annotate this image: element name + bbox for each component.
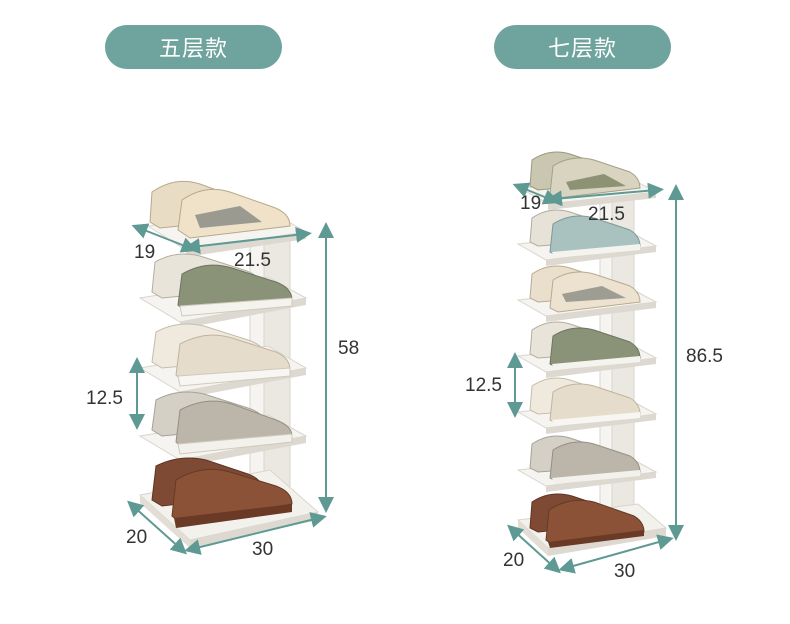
left-dimension-lines bbox=[127, 222, 334, 555]
left-height-label: 58 bbox=[338, 338, 360, 359]
shoe-gray-mesh bbox=[151, 391, 293, 455]
five-tier-label: 五层款 bbox=[158, 37, 228, 62]
shoe-cream-gray bbox=[149, 180, 291, 239]
shoe-mint-blue bbox=[529, 209, 641, 258]
shoe-beige-canvas bbox=[151, 323, 291, 387]
shoe-gray-mesh-2 bbox=[529, 435, 641, 484]
five-tier-tab[interactable]: 五层款 bbox=[105, 25, 282, 69]
left-depth-bottom-label: 20 bbox=[126, 527, 148, 548]
right-depth-top-label: 19 bbox=[520, 193, 542, 214]
shoe-green-gray-2 bbox=[529, 321, 641, 370]
left-width-top-label: 21.5 bbox=[234, 250, 271, 271]
right-depth-bottom-label: 20 bbox=[503, 550, 525, 571]
shoe-beige-canvas-2 bbox=[529, 377, 641, 426]
shoe-green-gray bbox=[151, 253, 293, 317]
left-gap-label: 12.5 bbox=[86, 388, 123, 409]
left-depth-top-label: 19 bbox=[134, 242, 156, 263]
right-width-top-label: 21.5 bbox=[588, 204, 625, 225]
right-width-bottom-label: 30 bbox=[614, 561, 636, 582]
left-width-bottom-label: 30 bbox=[252, 539, 274, 560]
right-dimension-lines bbox=[507, 182, 684, 574]
seven-tier-label: 七层款 bbox=[547, 37, 617, 62]
seven-tier-tab[interactable]: 七层款 bbox=[494, 25, 671, 69]
right-height-label: 86.5 bbox=[686, 346, 723, 367]
right-gap-label: 12.5 bbox=[465, 375, 502, 396]
shoe-cream-gray-2 bbox=[529, 265, 641, 313]
